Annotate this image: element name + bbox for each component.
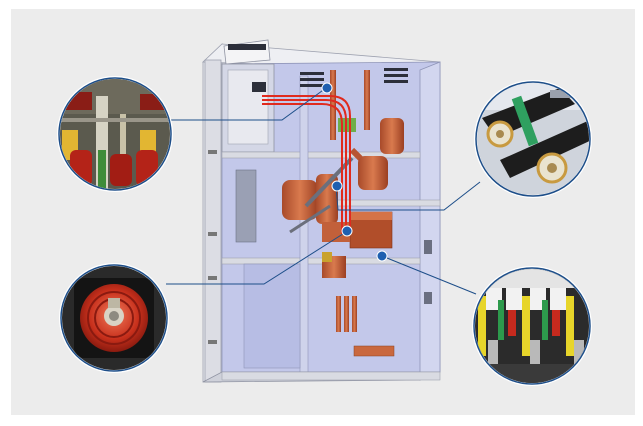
- red-wiring: [262, 95, 351, 234]
- callout-dots: [321, 82, 388, 262]
- callout-lines: [166, 87, 481, 295]
- callout-top-left: [57, 76, 173, 192]
- callout-bottom-right: [472, 266, 592, 386]
- callout-bottom-left: [59, 263, 169, 373]
- callout-top-right: [474, 80, 592, 198]
